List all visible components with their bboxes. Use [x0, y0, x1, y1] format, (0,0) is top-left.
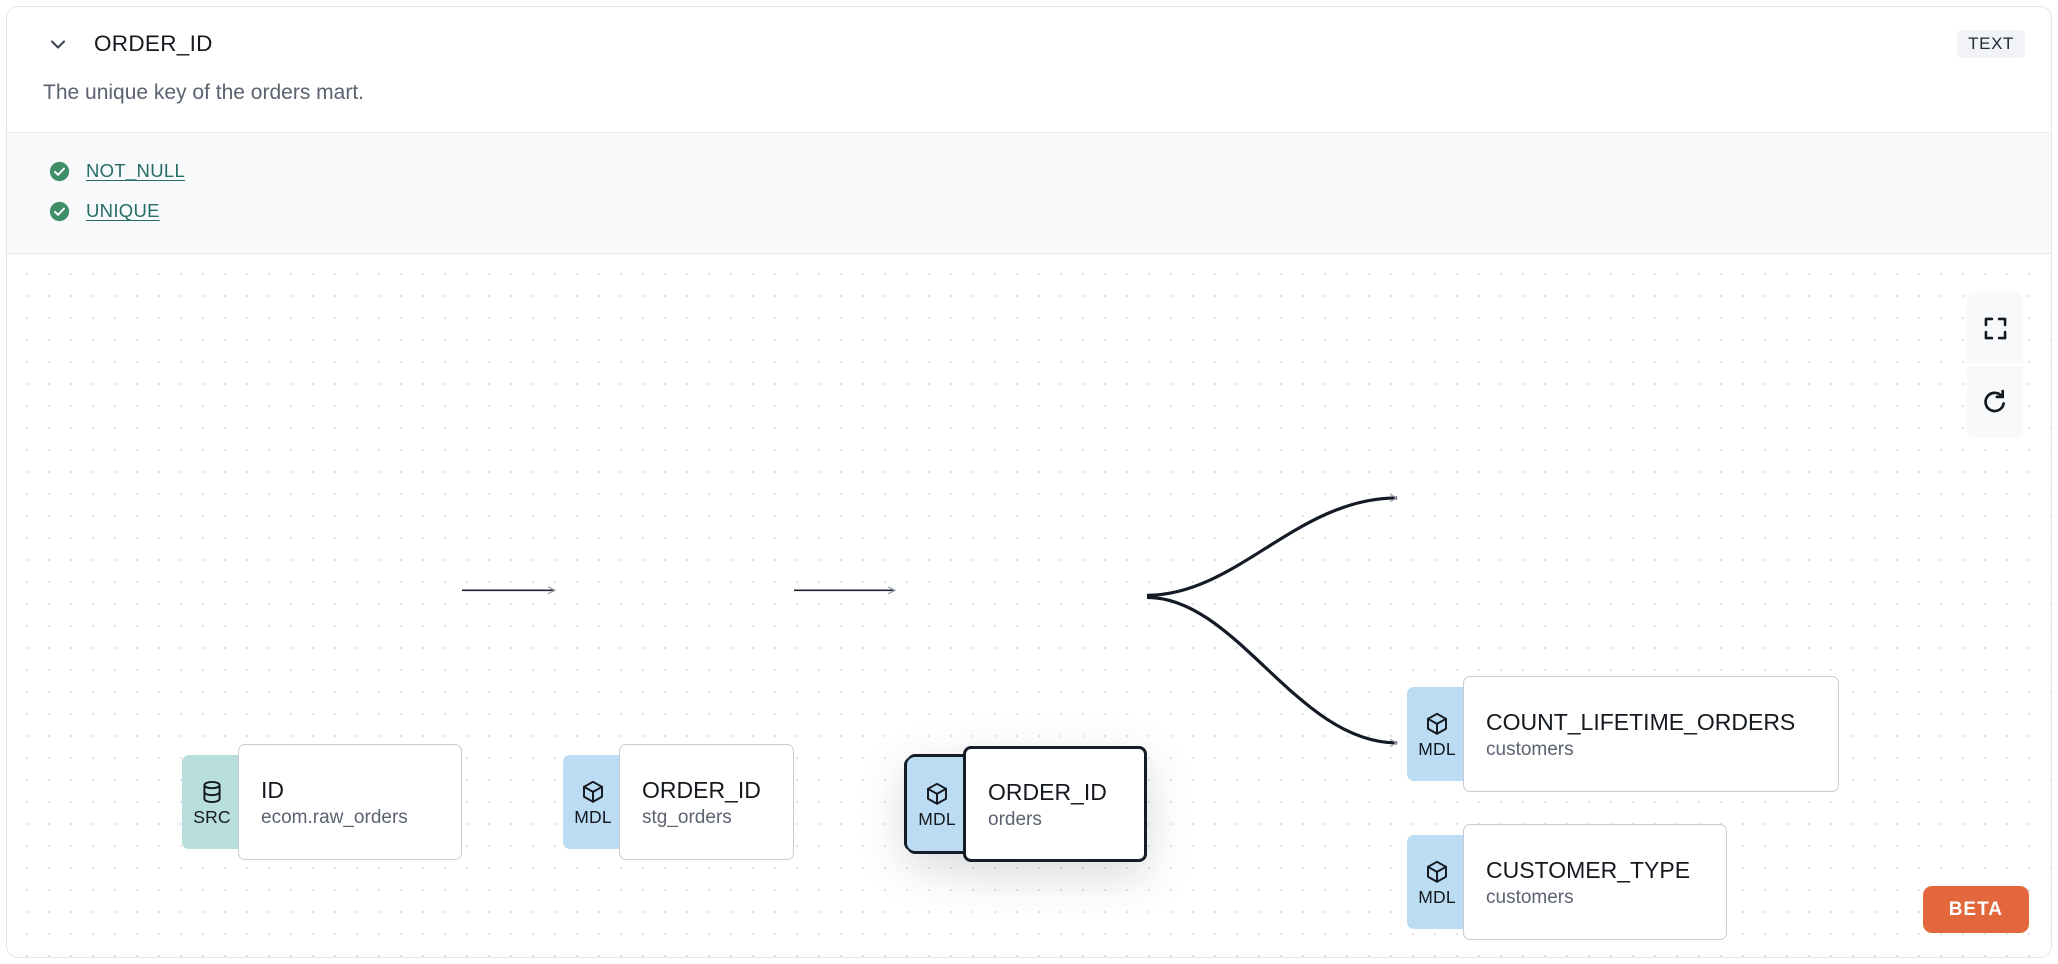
beta-badge[interactable]: BETA [1922, 886, 2029, 933]
lineage-node-orders-order-id[interactable]: MDL ORDER_ID orders [907, 746, 1147, 863]
refresh-icon [1984, 389, 2005, 413]
fit-view-button[interactable] [1967, 292, 2023, 365]
node-body: ORDER_ID orders [963, 746, 1147, 863]
refresh-button[interactable] [1967, 366, 2023, 439]
node-badge-mdl: MDL [563, 755, 623, 850]
node-badge-label: MDL [1418, 738, 1456, 759]
check-circle-icon [49, 161, 70, 181]
check-circle-icon [49, 201, 70, 221]
cube-icon [1427, 712, 1447, 735]
database-icon [203, 780, 221, 803]
cube-icon [927, 782, 947, 805]
node-name: CUSTOMER_TYPE [1486, 857, 1691, 884]
page-title: ORDER_ID [94, 30, 213, 56]
column-description: The unique key of the orders mart. [43, 81, 364, 104]
node-body: COUNT_LIFETIME_ORDERS customers [1463, 676, 1839, 793]
node-badge-mdl: MDL [907, 757, 967, 852]
lineage-graph-canvas[interactable]: SRC ID ecom.raw_orders MDL ORDER_ID stg_… [7, 254, 2051, 957]
node-subtitle: customers [1486, 738, 1574, 760]
lineage-node-src-id[interactable]: SRC ID ecom.raw_orders [182, 744, 462, 861]
node-subtitle: orders [988, 808, 1042, 830]
edge-orders-to-count [1146, 498, 1397, 598]
node-name: ORDER_ID [642, 777, 761, 804]
node-name: ID [261, 777, 284, 804]
node-badge-src: SRC [182, 755, 242, 850]
node-subtitle: ecom.raw_orders [261, 806, 408, 828]
test-row[interactable]: NOT_NULL [49, 151, 2015, 191]
node-badge-label: MDL [1418, 886, 1456, 907]
node-subtitle: stg_orders [642, 806, 732, 828]
card-header: ORDER_ID TEXT [7, 7, 2051, 80]
node-badge-mdl: MDL [1407, 835, 1467, 930]
test-row[interactable]: UNIQUE [49, 191, 2015, 231]
node-badge-label: MDL [918, 808, 956, 829]
test-link-not-null[interactable]: NOT_NULL [86, 160, 186, 182]
tests-section: NOT_NULL UNIQUE [7, 132, 2051, 255]
fit-view-icon [1984, 317, 2006, 340]
column-details-card: ORDER_ID TEXT The unique key of the orde… [6, 6, 2052, 958]
lineage-node-stg-order-id[interactable]: MDL ORDER_ID stg_orders [563, 744, 794, 861]
edge-orders-to-customer-type [1146, 595, 1397, 744]
chevron-down-icon[interactable] [43, 29, 73, 59]
node-badge-label: MDL [574, 806, 612, 827]
node-name: COUNT_LIFETIME_ORDERS [1486, 709, 1796, 736]
cube-icon [583, 780, 603, 803]
lineage-node-customer-type[interactable]: MDL CUSTOMER_TYPE customers [1407, 824, 1727, 941]
node-badge-label: SRC [193, 806, 231, 827]
node-body: ORDER_ID stg_orders [619, 744, 794, 861]
cube-icon [1427, 860, 1447, 883]
canvas-controls [1967, 292, 2023, 439]
node-name: ORDER_ID [988, 779, 1107, 806]
node-body: CUSTOMER_TYPE customers [1463, 824, 1727, 941]
node-subtitle: customers [1486, 886, 1574, 908]
type-badge: TEXT [1957, 30, 2025, 58]
test-link-unique[interactable]: UNIQUE [86, 200, 160, 222]
node-badge-mdl: MDL [1407, 687, 1467, 782]
node-body: ID ecom.raw_orders [238, 744, 462, 861]
lineage-node-count-lifetime-orders[interactable]: MDL COUNT_LIFETIME_ORDERS customers [1407, 676, 1839, 793]
